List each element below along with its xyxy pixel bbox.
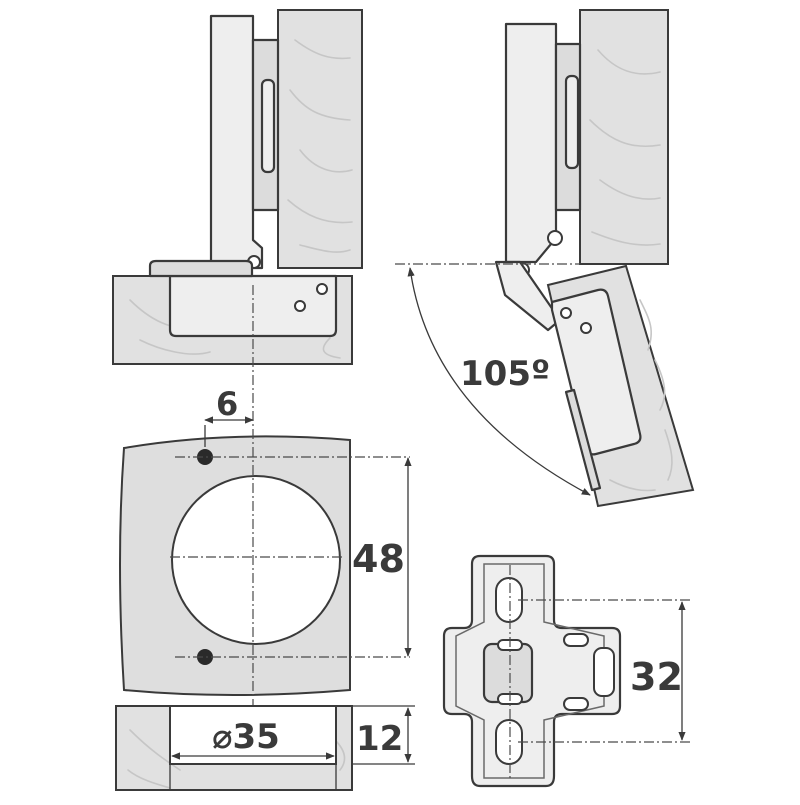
hinge-cup-closed <box>148 259 338 338</box>
cup-hole <box>171 475 341 645</box>
door-panel-closed <box>277 9 363 269</box>
screw-spacing-label: 48 <box>352 537 405 581</box>
cup-section-view: ⌀35 12 <box>115 705 415 791</box>
cup-diameter-label: ⌀35 <box>212 717 280 757</box>
mounting-plate-view: 32 <box>442 554 690 788</box>
hinge-arm-closed <box>209 14 280 270</box>
cup-depth-label: 12 <box>356 719 403 759</box>
drill-pattern-view: 6 48 <box>119 285 412 720</box>
open-hinge-view: 105º <box>395 9 695 508</box>
hinge-arm-open <box>504 22 582 278</box>
closed-hinge-view <box>112 9 363 365</box>
screw-hole-top <box>197 449 213 465</box>
cabinet-side-open <box>579 9 669 265</box>
opening-angle-label: 105º <box>460 354 550 394</box>
screw-hole-bottom <box>197 649 213 665</box>
plate-spacing-label: 32 <box>630 655 683 699</box>
screw-offset-label: 6 <box>216 385 238 423</box>
